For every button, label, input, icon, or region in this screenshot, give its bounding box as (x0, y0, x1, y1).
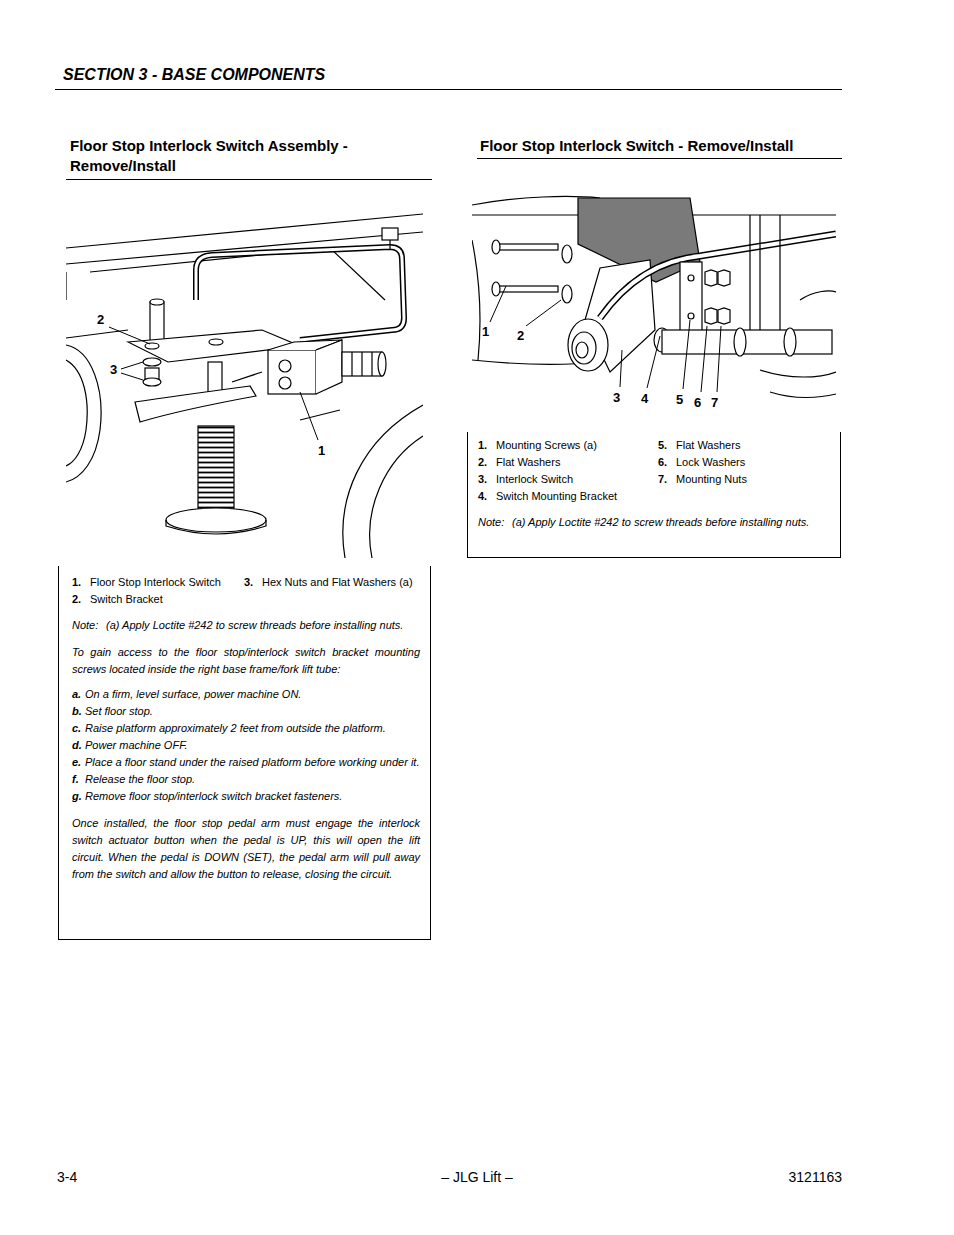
callout-number: 6. (658, 454, 676, 471)
note-row: Note:(a) Apply Loctite #242 to screw thr… (72, 617, 420, 634)
step-text: On a firm, level surface, power machine … (85, 686, 420, 703)
part-name: Floor Stop Interlock Switch (90, 574, 221, 591)
section-heading: Floor Stop Interlock Switch Assembly - R… (70, 136, 410, 176)
callout-number: 3 (109, 362, 118, 377)
legend-item: 6.Lock Washers (658, 454, 830, 471)
legend-item: 2.Switch Bracket (72, 591, 244, 608)
page-number: 3-4 (57, 1169, 77, 1185)
step-letter: g. (72, 788, 85, 805)
part-name: Lock Washers (676, 454, 745, 471)
step-row: f.Release the floor stop. (72, 771, 420, 788)
part-name: Flat Washers (676, 437, 740, 454)
legend-row: 2.Flat Washers6.Lock Washers (478, 454, 830, 471)
legend-item: 3.Interlock Switch (478, 471, 658, 488)
part-name: Hex Nuts and Flat Washers (a) (262, 574, 413, 591)
step-letter: a. (72, 686, 85, 703)
callout-number: 4 (640, 391, 649, 406)
section-header: SECTION 3 - BASE COMPONENTS (63, 66, 325, 84)
legend-item: 3.Hex Nuts and Flat Washers (a) (244, 574, 420, 591)
step-text: Remove floor stop/interlock switch brack… (85, 788, 420, 805)
callout-number: 3 (612, 390, 621, 405)
step-text: Release the floor stop. (85, 771, 420, 788)
step-text: Power machine OFF. (85, 737, 420, 754)
part-name: Switch Bracket (90, 591, 163, 608)
callout-number: 2. (478, 454, 496, 471)
callout-number: 1. (478, 437, 496, 454)
legend-row: 3.Interlock Switch7.Mounting Nuts (478, 471, 830, 488)
paragraph: To gain access to the floor stop/interlo… (72, 644, 420, 678)
note-row: Note:(a) Apply Loctite #242 to screw thr… (478, 514, 830, 531)
callout-number: 1. (72, 574, 90, 591)
part-name: Interlock Switch (496, 471, 573, 488)
step-letter: d. (72, 737, 85, 754)
step-letter: b. (72, 703, 85, 720)
paragraph-text: Once installed, the floor stop pedal arm… (72, 817, 420, 880)
legend-row: 2.Switch Bracket (72, 591, 420, 608)
callout-number: 2 (516, 328, 525, 343)
legend-item: 1.Mounting Screws (a) (478, 437, 658, 454)
switch-assembly-illustration (66, 214, 423, 558)
legend-item: 7.Mounting Nuts (658, 471, 830, 488)
step-letter: e. (72, 754, 85, 771)
callout-number: 3. (244, 574, 262, 591)
step-row: g.Remove floor stop/interlock switch bra… (72, 788, 420, 805)
legend-row: 4.Switch Mounting Bracket (478, 488, 830, 505)
callout-number: 2 (96, 312, 105, 327)
step-row: c.Raise platform approximately 2 feet fr… (72, 720, 420, 737)
footer-text: – JLG Lift – (337, 1169, 617, 1185)
step-text: Raise platform approximately 2 feet from… (85, 720, 420, 737)
callout-number: 1 (317, 443, 326, 458)
step-text: Place a floor stand under the raised pla… (85, 754, 420, 771)
callout-number: 5. (658, 437, 676, 454)
part-name: Flat Washers (496, 454, 560, 471)
step-letter: c. (72, 720, 85, 737)
legend-item: 4.Switch Mounting Bracket (478, 488, 658, 505)
callout-number: 4. (478, 488, 496, 505)
callout-number: 1 (481, 324, 490, 339)
note-text: (a) Apply Loctite #242 to screw threads … (106, 617, 420, 634)
legend-box: 1.Mounting Screws (a)5.Flat Washers2.Fla… (467, 432, 841, 558)
section-heading: Floor Stop Interlock Switch - Remove/Ins… (480, 136, 842, 156)
callout-number: 2. (72, 591, 90, 608)
legend-item: 5.Flat Washers (658, 437, 830, 454)
legend-row: 1.Floor Stop Interlock Switch3.Hex Nuts … (72, 574, 420, 591)
step-row: e.Place a floor stand under the raised p… (72, 754, 420, 771)
note-label: Note: (72, 617, 106, 634)
legend-row: 1.Mounting Screws (a)5.Flat Washers (478, 437, 830, 454)
part-name: Mounting Screws (a) (496, 437, 597, 454)
interlock-switch-illustration (472, 196, 836, 397)
paragraph: Once installed, the floor stop pedal arm… (72, 815, 420, 883)
part-name: Switch Mounting Bracket (496, 488, 617, 505)
callout-number: 7. (658, 471, 676, 488)
rule-lines (55, 90, 842, 180)
note-text: (a) Apply Loctite #242 to screw threads … (512, 514, 830, 531)
callout-number: 6 (693, 395, 702, 410)
step-text: Set floor stop. (85, 703, 420, 720)
legend-item: 1.Floor Stop Interlock Switch (72, 574, 244, 591)
callout-number: 5 (675, 392, 684, 407)
document-number: 3121163 (642, 1169, 842, 1185)
callout-number: 3. (478, 471, 496, 488)
leader-lines (109, 286, 721, 440)
step-row: b.Set floor stop. (72, 703, 420, 720)
step-row: a.On a firm, level surface, power machin… (72, 686, 420, 703)
legend-item: 2.Flat Washers (478, 454, 658, 471)
callout-number: 7 (710, 395, 719, 410)
paragraph-text: To gain access to the floor stop/interlo… (72, 646, 420, 675)
step-row: d.Power machine OFF. (72, 737, 420, 754)
legend-box: 1.Floor Stop Interlock Switch3.Hex Nuts … (58, 566, 431, 940)
step-letter: f. (72, 771, 85, 788)
note-label: Note: (478, 514, 512, 531)
part-name: Mounting Nuts (676, 471, 747, 488)
